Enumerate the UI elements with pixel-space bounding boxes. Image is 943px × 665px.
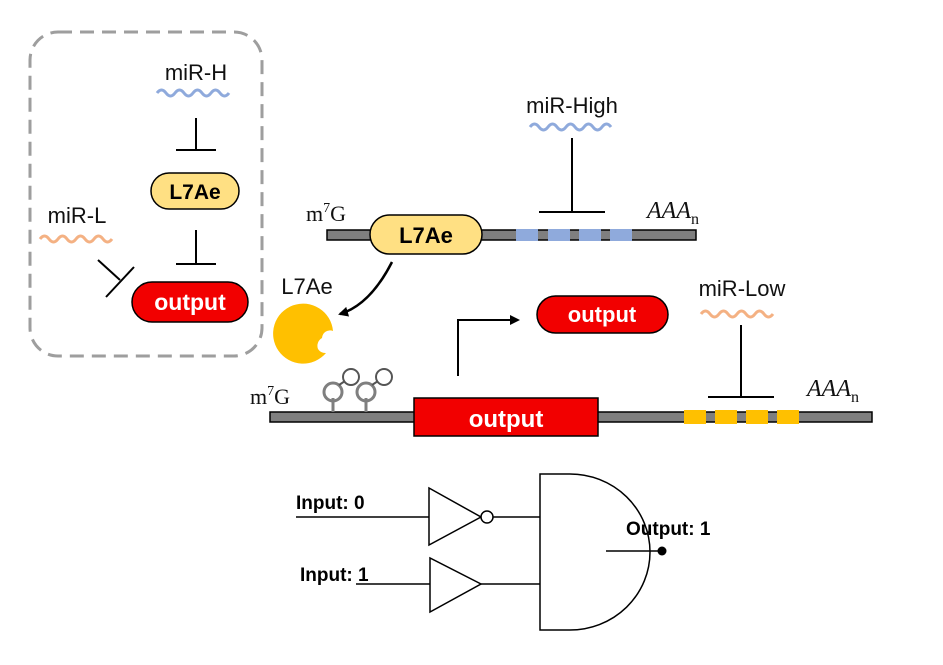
- inset-panel: miR-H L7Ae miR-L output: [28, 30, 264, 358]
- inset-mir-l-label: miR-L: [48, 203, 107, 228]
- svg-text:output: output: [568, 302, 637, 327]
- inset-mir-h-wave: [155, 88, 231, 98]
- translation-arrow: [457, 315, 520, 376]
- bottom-mrna: m7G output AAAn miR-Low: [250, 276, 873, 437]
- and-gate: [539, 473, 651, 631]
- svg-text:L7Ae: L7Ae: [399, 223, 453, 248]
- output-protein-pill: output: [536, 295, 669, 334]
- bottom-mrna-mir-low-label: miR-Low: [699, 276, 786, 301]
- bottom-mrna-mirna-sites: [684, 410, 799, 424]
- inset-inhibit-l-output: [97, 259, 135, 298]
- top-mrna-polya: AAAn: [645, 198, 699, 228]
- input-b-label: Input: 1: [300, 565, 369, 586]
- bottom-mrna-polya: AAAn: [805, 376, 859, 406]
- top-mrna: m7G L7Ae AAAn miR-High: [306, 93, 699, 255]
- output-label: Output: 1: [626, 519, 711, 540]
- bottom-mrna-output-cds: output: [413, 397, 599, 437]
- not-gate: [296, 486, 540, 547]
- top-mrna-mir-high-wave: [528, 122, 613, 132]
- logic-gate-diagram: Input: 0 Input: 1 Output: 1: [296, 473, 711, 631]
- top-mrna-mirna-sites: [516, 229, 632, 241]
- inset-dashed-frame: [28, 30, 264, 358]
- svg-text:output: output: [469, 406, 544, 433]
- inset-l7ae-pill: L7Ae: [150, 172, 240, 210]
- top-mrna-l7ae-pill: L7Ae: [369, 214, 483, 255]
- top-mrna-strand: [326, 229, 697, 241]
- inset-mir-l-wave: [38, 234, 114, 244]
- top-mrna-cap: m7G: [306, 201, 346, 226]
- output-node: [657, 546, 667, 556]
- bottom-mrna-cap: m7G: [250, 384, 290, 409]
- l7ae-protein-label: L7Ae: [281, 274, 332, 299]
- inset-output-pill: output: [131, 281, 249, 323]
- inset-inhibit-l7ae-output: [176, 230, 216, 265]
- bottom-mrna-inhibition-bar: [708, 325, 774, 398]
- top-mrna-mir-high-label: miR-High: [526, 93, 618, 118]
- svg-text:L7Ae: L7Ae: [169, 181, 220, 204]
- l7ae-protein-shape: [273, 303, 333, 364]
- bottom-mrna-mir-low-wave: [699, 309, 775, 319]
- svg-text:output: output: [154, 289, 226, 315]
- binding-arrow: [338, 261, 394, 317]
- buffer-gate: [356, 556, 540, 614]
- inset-mir-h-label: miR-H: [165, 60, 227, 85]
- input-a-label: Input: 0: [296, 493, 365, 514]
- top-mrna-inhibition-bar: [539, 138, 605, 213]
- kink-turn-motifs: [322, 368, 393, 412]
- inset-inhibit-h-l7ae: [176, 118, 216, 151]
